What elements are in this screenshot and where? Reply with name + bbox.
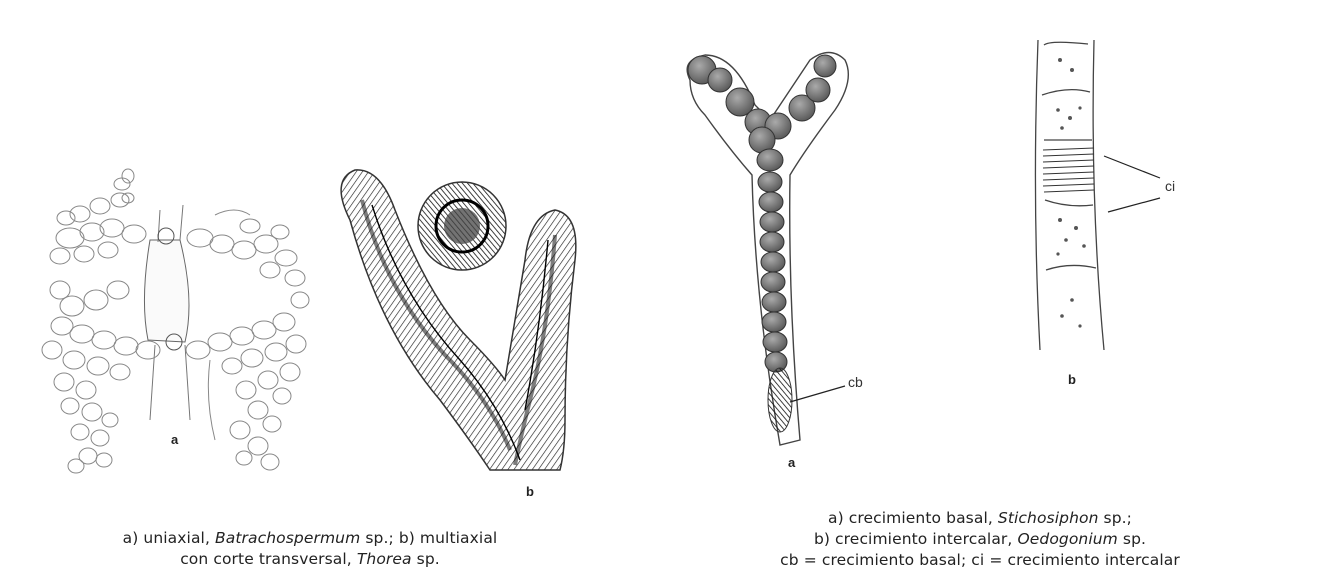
left-caption-line-1: a) uniaxial, Batrachospermum sp.; b) mul… — [40, 528, 580, 549]
left-figure-label-a: a — [171, 432, 178, 447]
right-caption-line-1: a) crecimiento basal, Stichosiphon sp.; — [700, 508, 1260, 529]
uniaxial-thallus-drawing — [42, 169, 309, 473]
oedogonium-drawing — [1035, 40, 1160, 350]
annotation-ci: ci — [1165, 178, 1175, 194]
right-caption-line-2: b) crecimiento intercalar, Oedogonium sp… — [700, 529, 1260, 550]
right-figure-label-a: a — [788, 455, 795, 470]
stichosiphon-drawing — [687, 53, 848, 446]
right-caption-line-3: cb = crecimiento basal; ci = crecimiento… — [700, 550, 1260, 571]
multiaxial-thallus-drawing — [341, 170, 576, 470]
left-caption-line-2: con corte transversal, Thorea sp. — [40, 549, 580, 570]
cb-pointer-line — [790, 386, 845, 402]
left-figure-label-b: b — [526, 484, 534, 499]
right-figure-caption: a) crecimiento basal, Stichosiphon sp.; … — [700, 508, 1260, 571]
right-figure-label-b: b — [1068, 372, 1076, 387]
annotation-cb: cb — [848, 374, 863, 390]
ci-pointer-line-lower — [1108, 198, 1160, 212]
left-figure-caption: a) uniaxial, Batrachospermum sp.; b) mul… — [40, 528, 580, 570]
ci-pointer-line-upper — [1104, 156, 1160, 178]
